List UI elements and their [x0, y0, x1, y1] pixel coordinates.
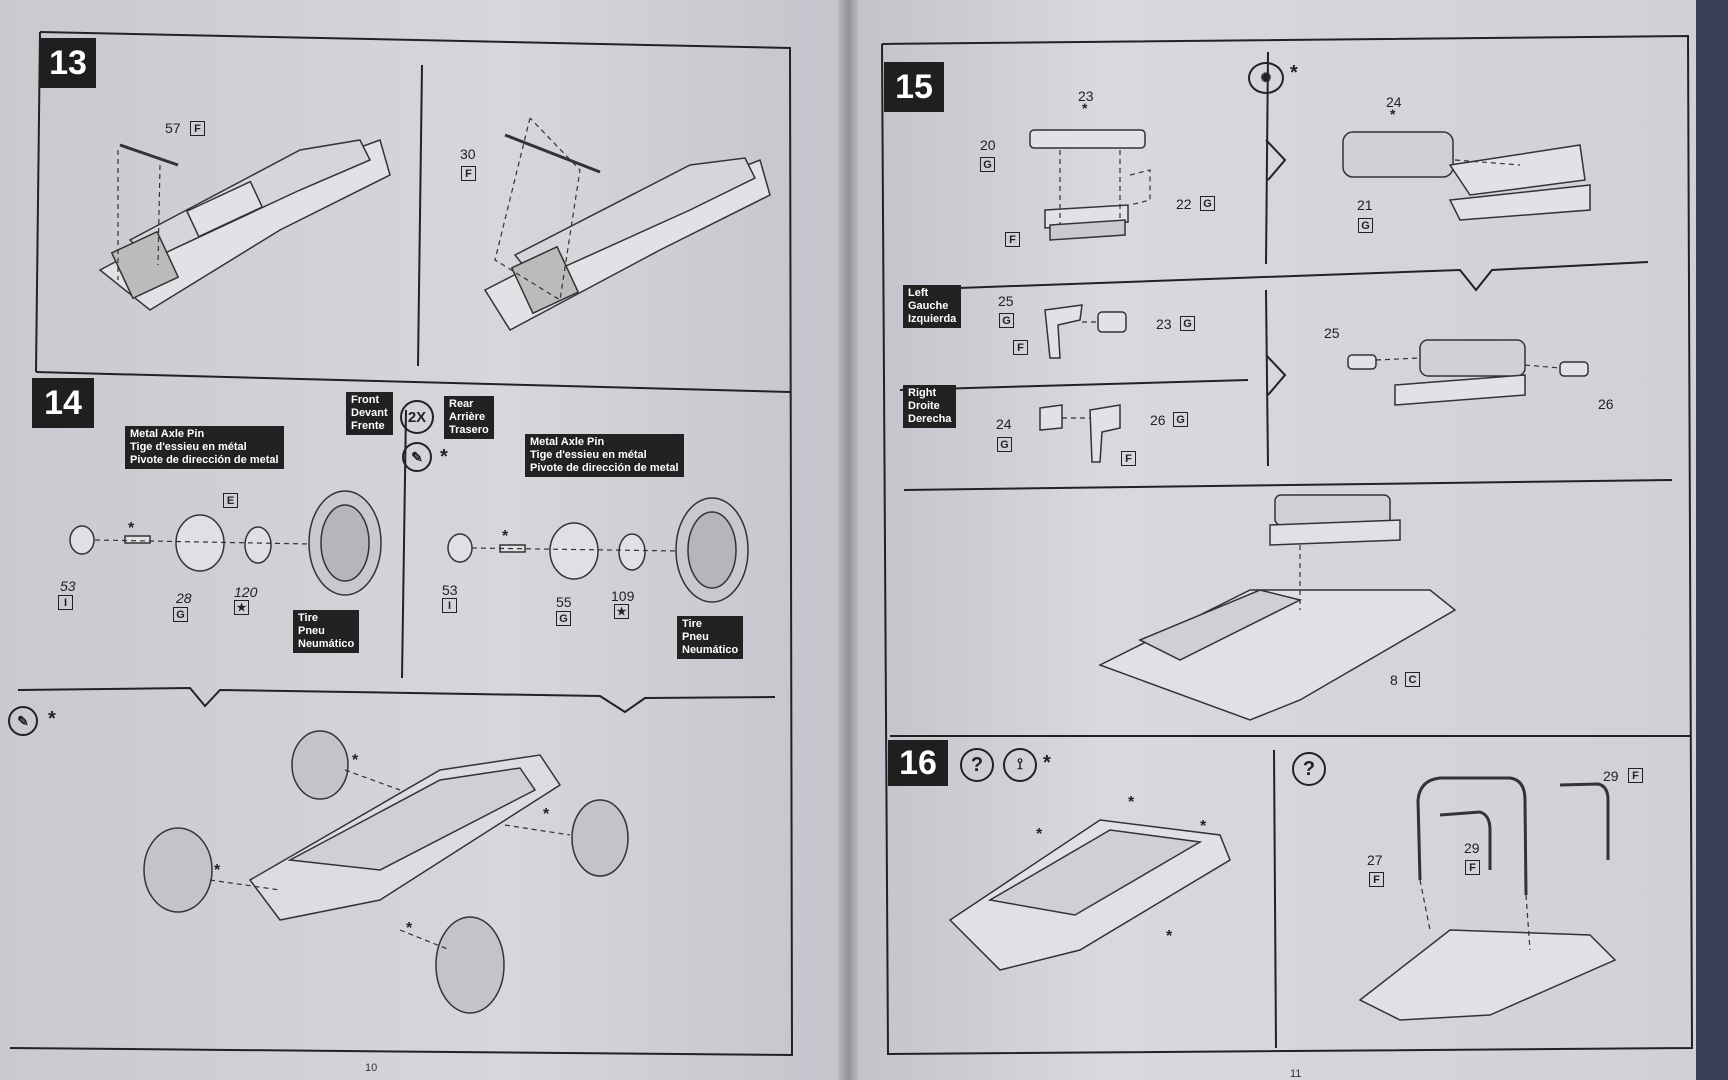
part-number: 24 [1386, 94, 1402, 110]
chassis-drawing-a [98, 139, 391, 311]
sprue-letter: F [1013, 340, 1028, 355]
question-icon: ? [960, 748, 994, 782]
sprue-letter: F [1628, 768, 1643, 783]
page-number-left: 10 [365, 1062, 378, 1074]
sprue-letter: G [999, 313, 1014, 328]
sprue-letter: F [1005, 232, 1020, 247]
seat-parts [1029, 129, 1591, 241]
star-marker: * [352, 752, 359, 769]
floor-pan-step16 [948, 819, 1617, 1021]
star-marker: * [1043, 752, 1051, 774]
sprue-letter: ★ [614, 604, 629, 619]
part-number: 28 [176, 590, 192, 606]
part-number: 29 [1464, 840, 1480, 856]
part-number: 27 [1367, 852, 1383, 868]
sprue-letter: F [1465, 860, 1480, 875]
sprue-letter: E [223, 493, 238, 508]
part-number: 8 [1390, 672, 1398, 688]
step-13-number: 13 [40, 38, 96, 88]
star-marker: * [214, 862, 221, 879]
glue-icon: ✎ [8, 706, 38, 736]
background-edge [1696, 0, 1728, 1080]
front-wheel-parts [69, 490, 382, 596]
roll-bar-drawing [1416, 776, 1610, 896]
sprue-letter: ★ [234, 600, 249, 615]
sprue-letter: F [461, 166, 476, 181]
star-marker: * [1082, 100, 1088, 116]
screw-icon: ⟟ [1003, 748, 1037, 782]
rear-wheel-parts [447, 497, 749, 603]
sprue-letter: G [1180, 316, 1195, 331]
assembled-chassis [143, 730, 629, 1014]
part-number: 20 [980, 137, 996, 153]
part-number: 25 [998, 293, 1014, 309]
sprue-letter: G [1173, 412, 1188, 427]
part-number: 23 [1078, 88, 1094, 104]
glue-icon: ✎ [402, 442, 432, 472]
star-marker: * [128, 520, 135, 537]
sprue-letter: G [1200, 196, 1215, 211]
part-number: 26 [1150, 412, 1166, 428]
chassis-drawing-b [483, 133, 771, 331]
part-number: 57 [165, 120, 181, 136]
part-number: 25 [1324, 325, 1340, 341]
sprue-letter: F [1369, 872, 1384, 887]
star-marker: * [440, 446, 448, 468]
sprue-letter: G [173, 607, 188, 622]
part-number: 109 [611, 588, 635, 604]
star-marker: * [1128, 794, 1135, 811]
sprue-letter: I [442, 598, 457, 613]
star-marker: * [1390, 106, 1396, 122]
star-marker: * [543, 806, 550, 823]
question-icon: ? [1292, 752, 1326, 786]
sprue-letter: F [1121, 451, 1136, 466]
star-marker: * [502, 528, 509, 545]
page-spine [838, 0, 858, 1080]
part-number: 120 [234, 584, 258, 600]
part-number: 21 [1357, 197, 1373, 213]
sprue-letter: F [190, 121, 205, 136]
step-15-number: 15 [884, 62, 944, 112]
seat-side-parts [1039, 304, 1589, 463]
sprue-letter: G [997, 437, 1012, 452]
page-number-right: 11 [1290, 1068, 1302, 1080]
part-number: 26 [1598, 396, 1614, 412]
step-16-number: 16 [888, 740, 948, 786]
star-marker: * [1290, 62, 1298, 84]
part-number: 29 [1603, 768, 1619, 784]
part-number: 30 [460, 146, 476, 162]
star-marker: * [406, 920, 413, 937]
part-number: 53 [60, 578, 76, 594]
part-number: 55 [556, 594, 572, 610]
part-number: 22 [1176, 196, 1192, 212]
floor-pan [1098, 494, 1457, 721]
sprue-letter: G [556, 611, 571, 626]
part-number: 24 [996, 416, 1012, 432]
sprue-letter: I [58, 595, 73, 610]
star-marker: * [1166, 928, 1173, 945]
step-14-number: 14 [32, 378, 94, 428]
part-number: 23 [1156, 316, 1172, 332]
sprue-letter: G [1358, 218, 1373, 233]
star-marker: * [48, 708, 56, 730]
sprue-letter: C [1405, 672, 1420, 687]
sprue-letter: G [980, 157, 995, 172]
paint-icon: ✺ [1248, 62, 1284, 94]
part-number: 53 [442, 582, 458, 598]
quantity-2x-icon: 2X [400, 400, 434, 434]
star-marker: * [1200, 818, 1207, 835]
star-marker: * [1036, 826, 1043, 843]
